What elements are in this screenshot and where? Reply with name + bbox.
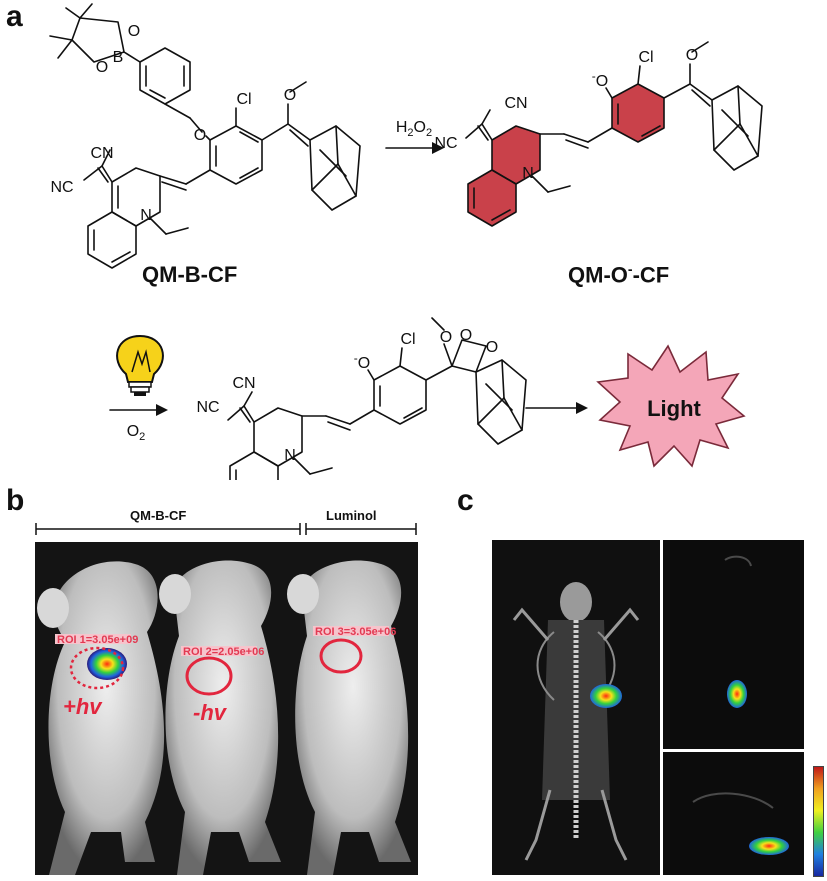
roi-tag-1: ROI 1=3.05e+09	[57, 634, 138, 646]
chlorine-atom-2: Cl	[638, 49, 653, 66]
group-brackets	[35, 523, 417, 535]
cyano-top-2: CN	[504, 95, 527, 112]
reagent-h2o2: H2O2	[396, 119, 432, 139]
chlorine-atom: Cl	[236, 91, 251, 108]
peroxide-oxygen-2: O	[486, 339, 498, 356]
quinoline-nitrogen-2: N	[522, 165, 534, 182]
light-burst-icon	[596, 344, 746, 468]
light-bulb-icon	[116, 334, 164, 396]
roi-tag-2: ROI 2=2.05e+06	[183, 646, 264, 658]
phenolate-oxygen: -O	[592, 69, 608, 90]
peroxide-oxygen-1: O	[460, 327, 472, 344]
mouse-luminescence-side	[663, 752, 804, 875]
mouse-luminescence-top	[663, 540, 804, 749]
group-label-luminol: Luminol	[326, 508, 377, 523]
panel-label-c: c	[457, 484, 474, 517]
methoxy-oxygen-2: O	[686, 47, 698, 64]
light-label: Light	[647, 396, 701, 421]
reaction-scheme: B O O O Cl O CN NC N H2O2	[49, 3, 763, 480]
structure-dioxetane	[227, 317, 527, 480]
mouse-xray-full	[492, 540, 660, 875]
structure-qm-b-cf	[49, 3, 361, 269]
roi-tag-3: ROI 3=3.05e+06	[315, 626, 396, 638]
mouse-3	[287, 560, 411, 875]
group-label-qm-b-cf: QM-B-CF	[130, 508, 187, 523]
cyano-left-2: NC	[434, 135, 457, 152]
compound-label-qm-b-cf: QM-B-CF	[142, 262, 238, 287]
cyano-top-3: CN	[232, 375, 255, 392]
reagent-o2: O2	[127, 423, 146, 443]
chlorine-atom-3: Cl	[400, 331, 415, 348]
intensity-colorbar	[813, 766, 824, 877]
boron-oxygen-2: O	[96, 59, 108, 76]
methoxy-oxygen-3: O	[440, 329, 452, 346]
structure-qm-o-cf	[465, 41, 763, 227]
mouse-2	[159, 560, 281, 875]
phenolate-oxygen-3: -O	[354, 351, 370, 372]
cyano-top: CN	[90, 145, 113, 162]
panel-label-b: b	[6, 484, 25, 517]
methoxy-oxygen: O	[284, 87, 296, 104]
quinoline-nitrogen-3: N	[284, 447, 296, 464]
mouse-photo-panel-b: ROI 1=3.05e+09 ROI 2=2.05e+06 ROI 3=3.05…	[35, 542, 418, 875]
label-plus-hv: +hv	[63, 694, 103, 719]
boron-atom: B	[113, 49, 124, 66]
boron-oxygen-1: O	[128, 23, 140, 40]
panel-label-a: a	[6, 0, 23, 33]
quinoline-nitrogen: N	[140, 207, 152, 224]
label-minus-hv: -hv	[193, 700, 228, 725]
cyano-left-3: NC	[196, 399, 219, 416]
ether-oxygen: O	[194, 127, 206, 144]
compound-label-qm-o-cf: QM-O--CF	[568, 261, 670, 288]
cyano-left: NC	[50, 179, 73, 196]
